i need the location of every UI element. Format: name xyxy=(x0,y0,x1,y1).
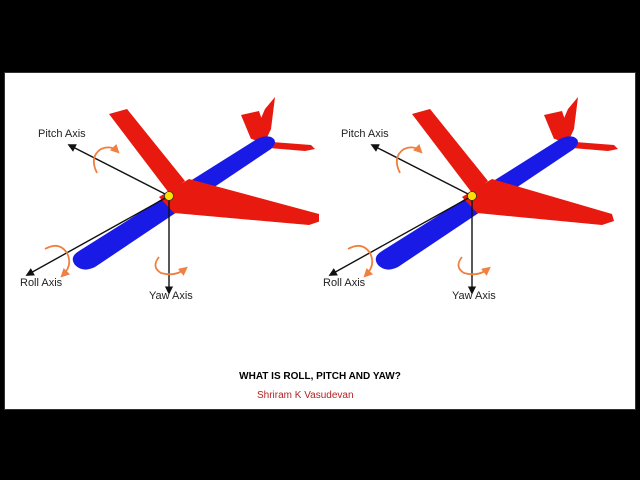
author-name: Shriram K Vasudevan xyxy=(257,390,354,401)
wing-far xyxy=(412,109,488,193)
yaw-axis-label: Yaw Axis xyxy=(149,290,193,302)
horizontal-stabilizer-left xyxy=(544,111,570,139)
center-of-gravity xyxy=(164,191,174,201)
roll-axis-line xyxy=(328,195,473,276)
roll-axis-label: Roll Axis xyxy=(323,277,366,289)
roll-rotation-arrow xyxy=(44,244,71,278)
center-of-gravity xyxy=(467,191,477,201)
wing-near xyxy=(462,179,614,225)
airplane-illustration xyxy=(25,97,321,295)
pitch-axis-line xyxy=(370,144,473,197)
roll-rotation-arrow xyxy=(347,244,374,278)
pitch-axis-label: Pitch Axis xyxy=(38,128,86,140)
wing-near xyxy=(159,179,321,225)
roll-axis-label: Roll Axis xyxy=(20,277,63,289)
wing-far xyxy=(109,109,185,193)
yaw-rotation-arrow xyxy=(154,256,188,276)
slide: Pitch Axis Roll Axis Yaw Axis xyxy=(4,72,636,410)
pitch-axis-label: Pitch Axis xyxy=(341,128,389,140)
roll-axis-line xyxy=(25,195,170,276)
airplane-illustration xyxy=(328,97,618,295)
pitch-rotation-arrow xyxy=(92,144,120,174)
horizontal-stabilizer-left xyxy=(241,111,267,139)
slide-caption: WHAT IS ROLL, PITCH AND YAW? xyxy=(239,371,401,382)
airplane-axes-diagram-left: Pitch Axis Roll Axis Yaw Axis xyxy=(9,89,321,369)
yaw-axis-label: Yaw Axis xyxy=(452,290,496,302)
pitch-axis-line xyxy=(67,144,170,197)
yaw-rotation-arrow xyxy=(457,256,491,276)
pitch-rotation-arrow xyxy=(395,144,423,174)
airplane-axes-diagram-right: Pitch Axis Roll Axis Yaw Axis xyxy=(312,89,622,369)
